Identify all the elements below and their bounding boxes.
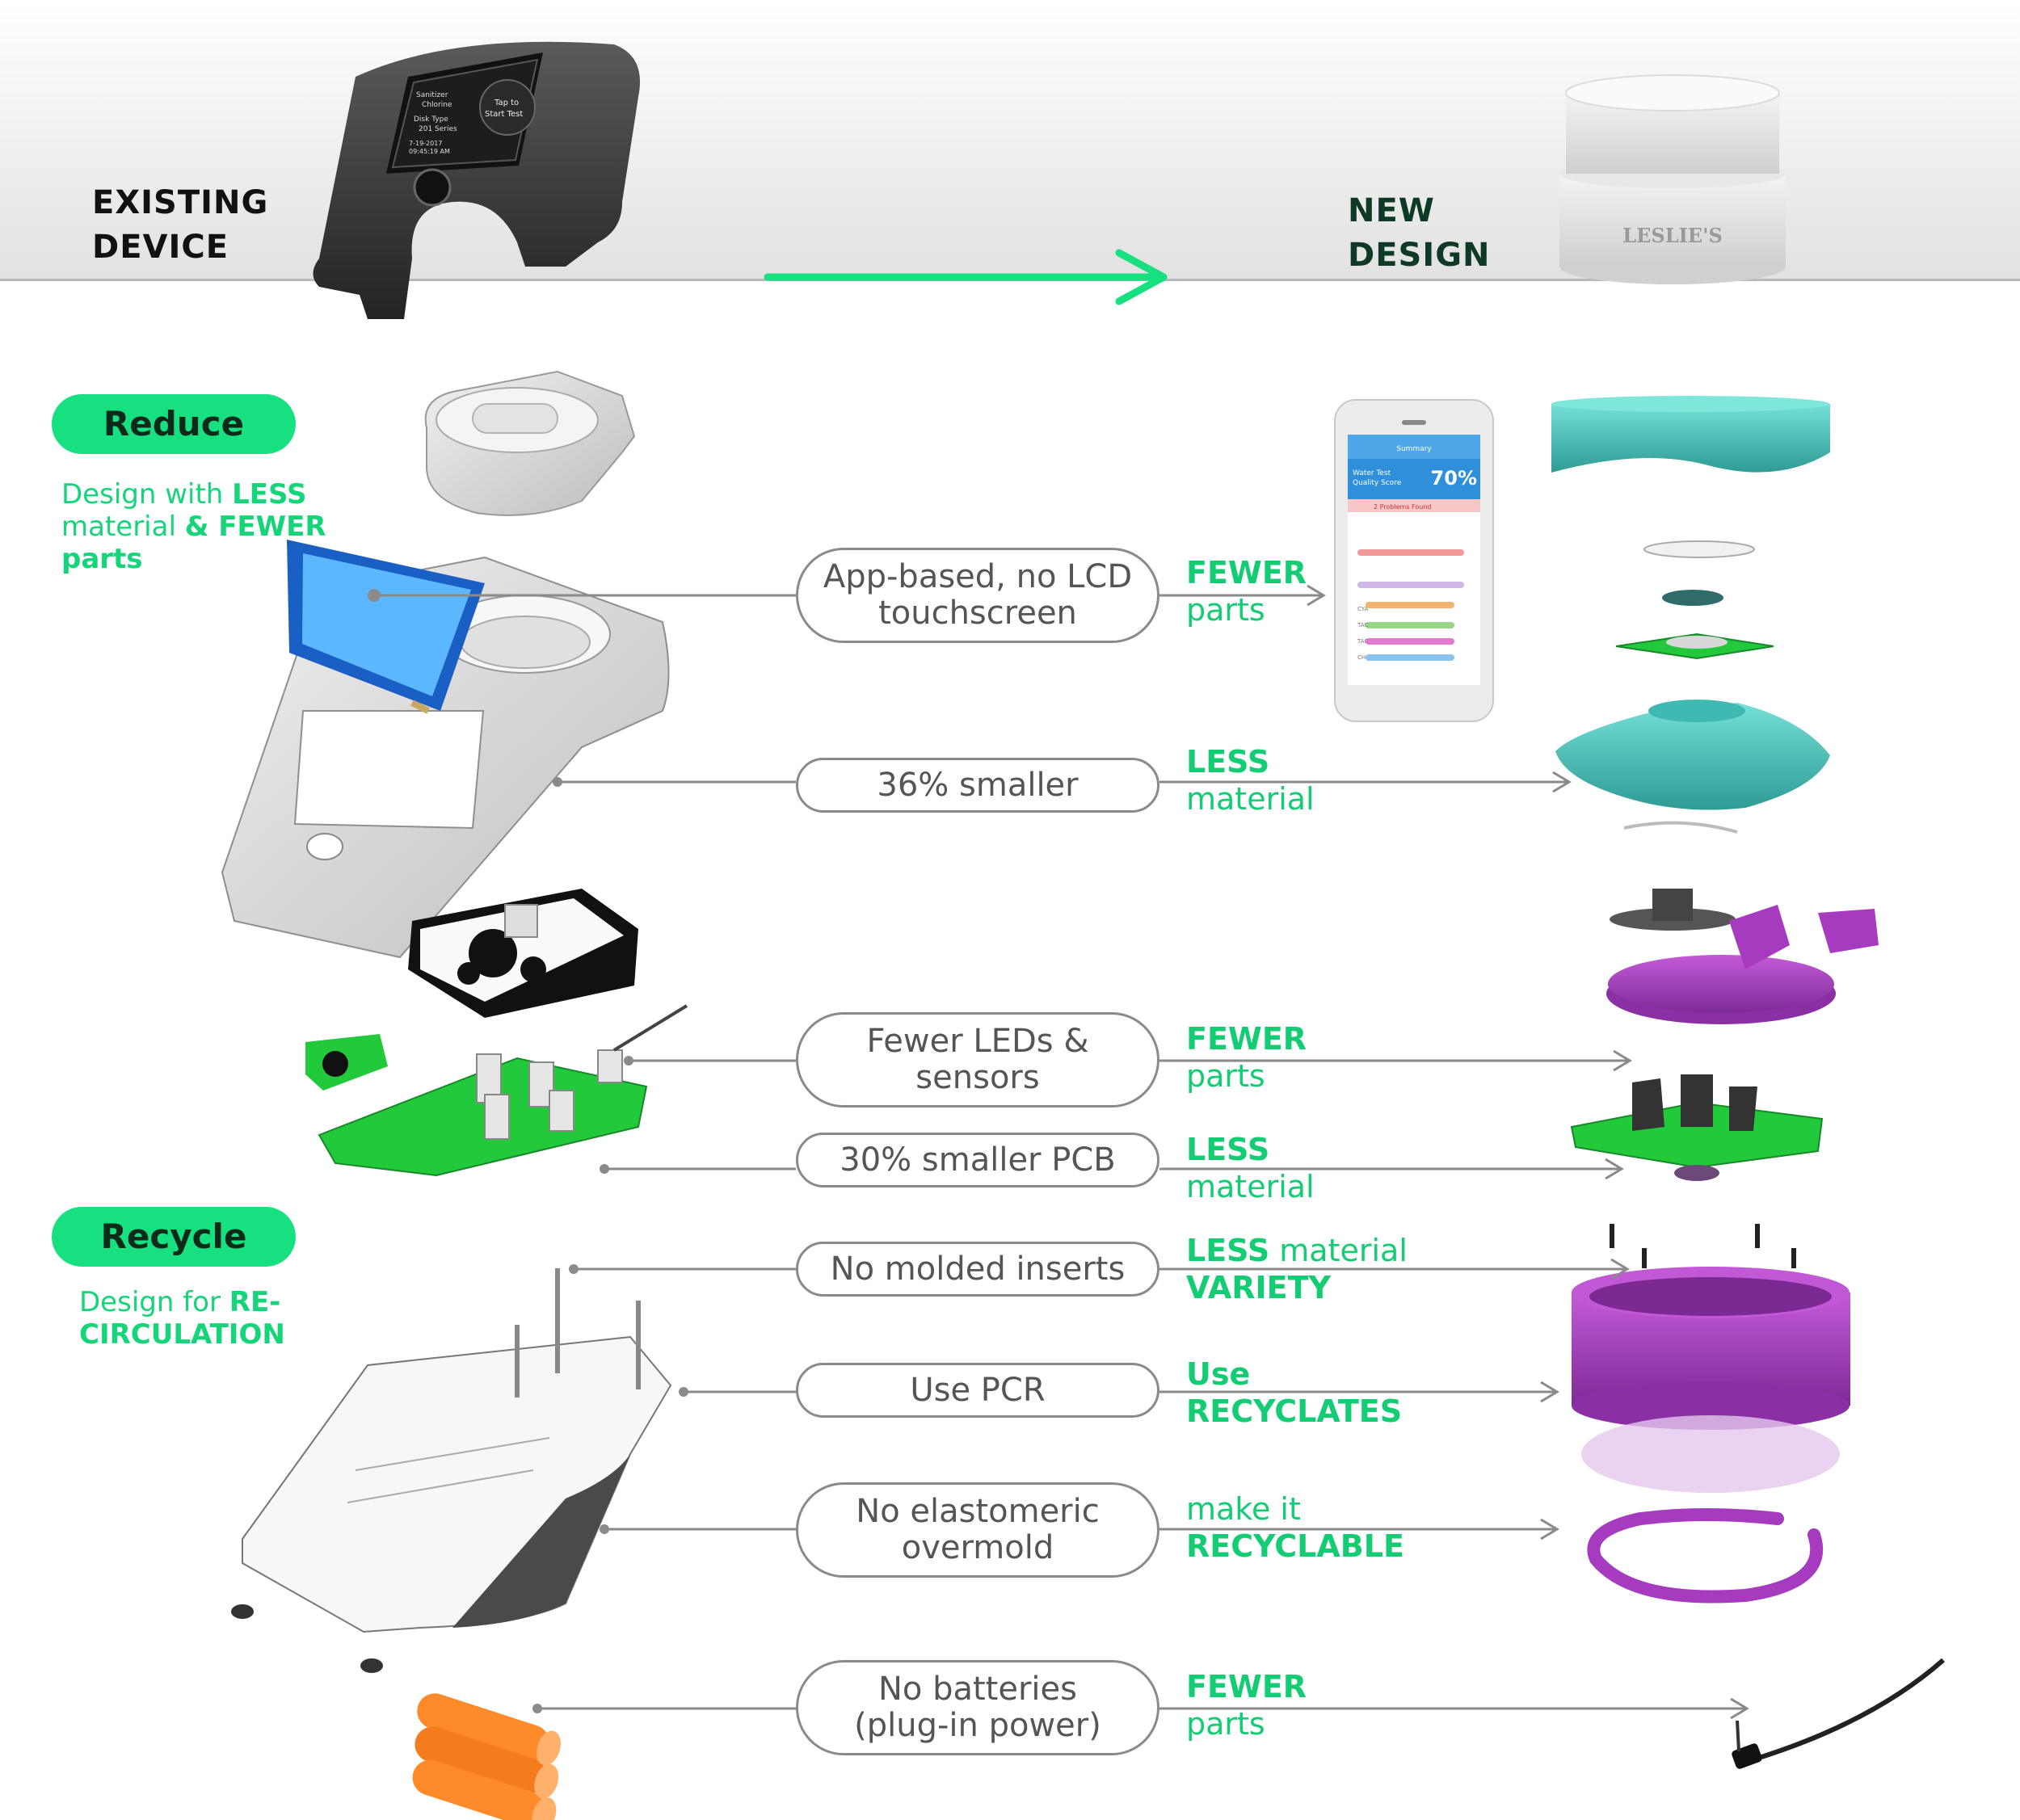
screen-series-text: 201 Series xyxy=(419,125,457,133)
app-score-label-1: Water Test xyxy=(1353,469,1391,477)
existing-device-illustration: Sanitizer Chlorine Disk Type 201 Series … xyxy=(313,41,640,320)
app-row-1: CYA xyxy=(1357,606,1368,612)
connector-dots xyxy=(368,589,688,1713)
app-header-text: Summary xyxy=(1396,445,1432,453)
screen-start-text: Start Test xyxy=(485,110,523,119)
reduce-pill: Reduce xyxy=(52,394,296,454)
benefit-lcd: FEWER parts xyxy=(1186,555,1307,628)
callout-pcb: 30% smaller PCB xyxy=(796,1133,1159,1187)
screen-sanitizer-text: Sanitizer xyxy=(416,91,448,99)
new-sensor-board-part xyxy=(1570,1074,1824,1181)
existing-pcb-part xyxy=(318,1004,688,1177)
app-row-3: TAC xyxy=(1357,638,1368,645)
callout-inserts: No molded inserts xyxy=(796,1242,1159,1297)
new-purple-body-part xyxy=(1572,1267,1850,1493)
new-device-illustration: LESLIE'S xyxy=(1559,74,1786,284)
benefit-pcb: LESS material xyxy=(1186,1132,1315,1204)
battery-icon xyxy=(412,1693,561,1820)
power-cable-icon xyxy=(1732,1658,1945,1769)
existing-small-sensor-part xyxy=(305,1034,388,1091)
benefit-overmold: make it RECYCLABLE xyxy=(1186,1491,1404,1564)
app-problems-text: 2 Problems Found xyxy=(1374,503,1431,511)
new-clip-ring-part xyxy=(1623,821,1738,834)
app-row-4: CH xyxy=(1357,654,1366,661)
screen-disk-type-text: Disk Type xyxy=(414,116,448,124)
lcd-touchscreen-part xyxy=(287,540,485,714)
new-teal-cap-part xyxy=(1551,396,1830,473)
new-teal-tray-part xyxy=(1555,700,1830,810)
existing-keypad-part xyxy=(408,889,638,1018)
new-led-board-part xyxy=(1615,633,1774,660)
screw-icon xyxy=(1610,1224,1796,1268)
app-score-value: 70% xyxy=(1431,467,1477,490)
new-lens-ring-part xyxy=(1643,540,1755,558)
benefit-size: LESS material xyxy=(1186,744,1315,817)
recycle-pill: Recycle xyxy=(52,1207,296,1267)
existing-device-title: EXISTING DEVICE xyxy=(92,184,269,266)
callout-batteries: No batteries(plug-in power) xyxy=(796,1660,1159,1755)
app-row-2: TAC xyxy=(1357,622,1368,628)
benefit-inserts: LESS material VARIETY xyxy=(1186,1233,1408,1305)
new-purple-ring-part xyxy=(1587,1508,1824,1604)
screen-tap-text: Tap to xyxy=(494,99,519,107)
new-purple-chassis-part xyxy=(1606,889,1879,1024)
callout-leds: Fewer LEDs &sensors xyxy=(796,1012,1159,1108)
screen-date-text: 7-19-2017 xyxy=(409,140,442,147)
recycle-description: Design for RE- CIRCULATION xyxy=(79,1286,285,1351)
callout-pcr: Use PCR xyxy=(796,1363,1159,1418)
phone-app-illustration: Summary Water Test Quality Score 70% 2 P… xyxy=(1334,399,1494,722)
new-small-disk-part xyxy=(1662,590,1723,606)
connector-lines xyxy=(374,584,1749,1720)
new-design-title: NEW DESIGN xyxy=(1348,192,1491,274)
screen-time-text: 09:45:19 AM xyxy=(409,148,450,155)
app-score-label-2: Quality Score xyxy=(1353,479,1402,487)
benefit-pcr: Use RECYCLATES xyxy=(1186,1356,1403,1429)
benefit-leds: FEWER parts xyxy=(1186,1021,1307,1094)
benefit-batteries: FEWER parts xyxy=(1186,1669,1307,1742)
callout-size: 36% smaller xyxy=(796,758,1159,813)
screen-chlorine-text: Chlorine xyxy=(422,101,452,109)
existing-base-part xyxy=(231,1268,672,1673)
existing-lid-part xyxy=(424,370,636,516)
new-device-brand: LESLIE'S xyxy=(1622,224,1723,247)
reduce-description: Design with LESS material & FEWER parts xyxy=(61,478,326,575)
arrow-right-icon xyxy=(764,249,1168,305)
